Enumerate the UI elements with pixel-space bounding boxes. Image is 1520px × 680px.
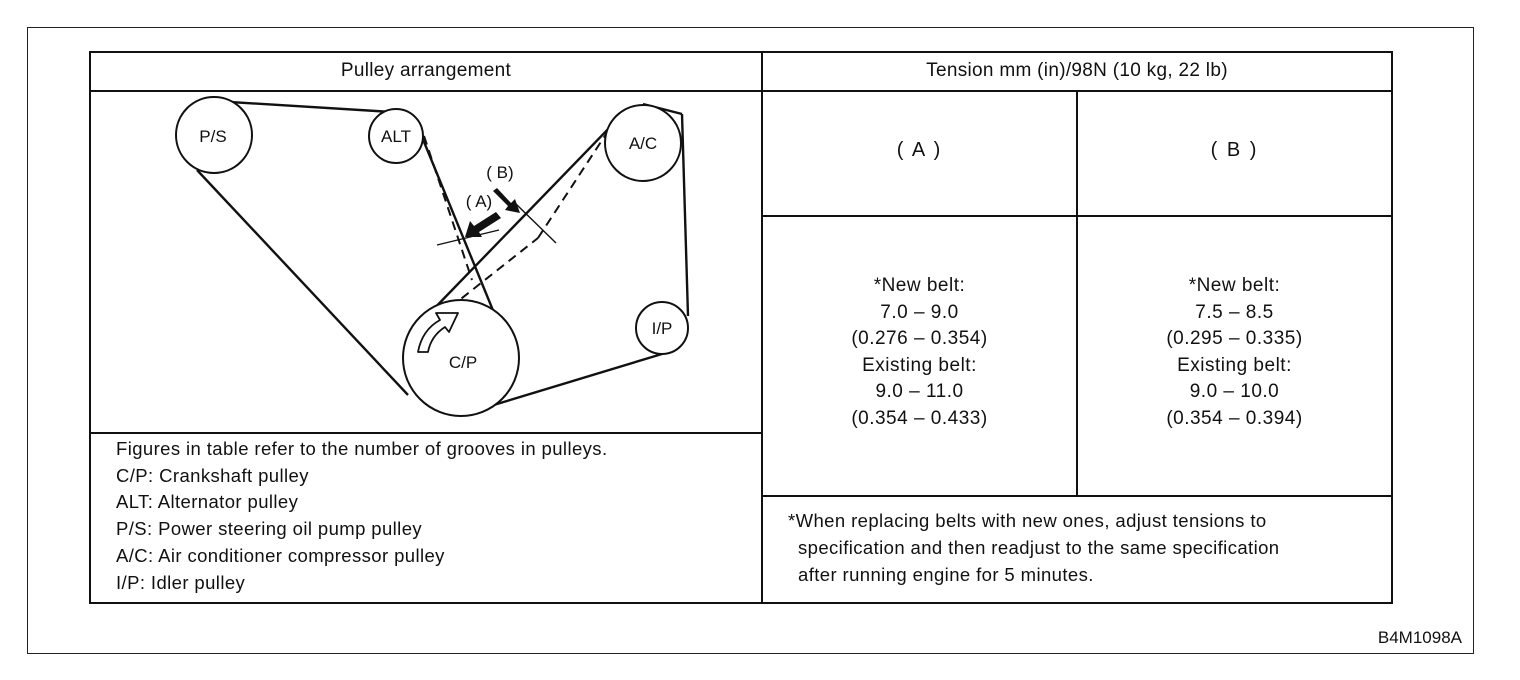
divider-note xyxy=(762,495,1391,497)
spec-a-existing-label: Existing belt: xyxy=(862,354,977,376)
measure-line-b xyxy=(515,203,557,244)
column-a-label: ( A ) xyxy=(896,139,943,161)
mark-b-label: ( B) xyxy=(486,163,513,182)
legend-line: ALT: Alternator pulley xyxy=(116,491,299,513)
ac-label: A/C xyxy=(629,134,657,153)
spec-b-new-label: *New belt: xyxy=(1188,275,1281,296)
spec-a-existing-range-in: (0.354 – 0.433) xyxy=(851,407,988,429)
spec-a-new-range-in: (0.276 – 0.354) xyxy=(851,328,988,349)
spec-b-new-range-in: (0.295 – 0.335) xyxy=(1166,328,1303,349)
spec-b-existing-label: Existing belt: xyxy=(1177,354,1292,376)
pulley-legend: Figures in table refer to the number of … xyxy=(116,436,756,596)
legend-line: Figures in table refer to the number of … xyxy=(116,438,608,459)
divider-main xyxy=(761,53,763,602)
legend-line: I/P: Idler pulley xyxy=(116,571,246,593)
ip-pulley xyxy=(635,301,689,355)
divider-colhdr xyxy=(762,215,1391,217)
ac-pulley xyxy=(604,104,682,182)
arrow-b-icon xyxy=(493,188,520,213)
alt-pulley xyxy=(368,108,424,164)
rotation-arrow-icon xyxy=(417,312,459,353)
legend-line: A/C: Air conditioner compressor pulley xyxy=(116,544,445,566)
mark-a-label: ( A) xyxy=(466,192,492,211)
cp-label: C/P xyxy=(449,353,477,372)
replacement-note: *When replacing belts with new ones, adj… xyxy=(788,507,1388,588)
header-tension: Tension mm (in)/98N (10 kg, 22 lb) xyxy=(926,60,1228,81)
column-b-label: ( B ) xyxy=(1210,139,1259,161)
divider-legend xyxy=(91,432,762,434)
spec-a: *New belt: 7.0 – 9.0 (0.276 – 0.354) Exi… xyxy=(763,273,1076,432)
ip-label: I/P xyxy=(652,319,673,338)
ps-label: P/S xyxy=(199,127,226,146)
note-line: specification and then readjust to the s… xyxy=(798,537,1280,558)
spec-a-new-range: 7.0 – 9.0 xyxy=(880,301,959,323)
header-pulley-arrangement: Pulley arrangement xyxy=(340,60,512,81)
legend-line: P/S: Power steering oil pump pulley xyxy=(116,518,423,540)
ps-pulley xyxy=(175,96,253,174)
spec-a-new-label: *New belt: xyxy=(873,275,966,296)
legend-line: C/P: Crankshaft pulley xyxy=(116,464,309,486)
divider-ab xyxy=(1076,91,1078,496)
outer-frame xyxy=(27,27,1474,654)
belt-tension-table: Pulley arrangement Tension mm (in)/98N (… xyxy=(89,51,1393,604)
alt-label: ALT xyxy=(381,127,411,146)
note-line: after running engine for 5 minutes. xyxy=(798,564,1094,585)
pulley-diagram: P/S ALT A/C I/P C/P ( A) ( B) xyxy=(175,96,690,417)
measure-line-a xyxy=(436,229,500,246)
arrow-a-icon xyxy=(465,212,501,237)
spec-b-existing-range-in: (0.354 – 0.394) xyxy=(1166,407,1303,429)
divider-header xyxy=(91,90,1391,92)
spec-b: *New belt: 7.5 – 8.5 (0.295 – 0.335) Exi… xyxy=(1078,273,1391,432)
figure-id: B4M1098A xyxy=(1377,628,1462,647)
note-line: *When replacing belts with new ones, adj… xyxy=(788,510,1267,531)
spec-b-existing-range: 9.0 – 10.0 xyxy=(1189,381,1280,402)
spec-a-existing-range: 9.0 – 11.0 xyxy=(875,381,964,402)
spec-b-new-range: 7.5 – 8.5 xyxy=(1195,301,1274,323)
